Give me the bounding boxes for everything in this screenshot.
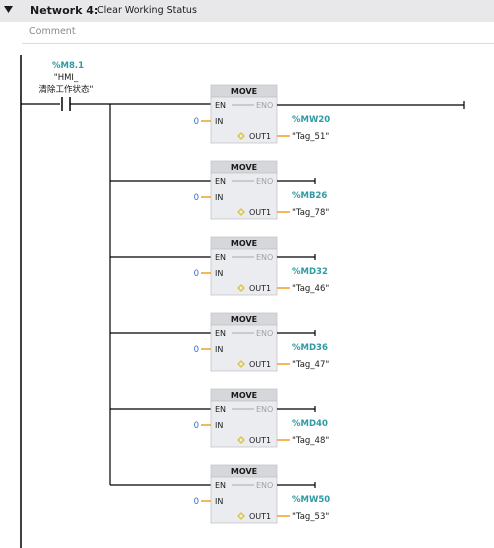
out-tag[interactable]: "Tag_48" <box>292 436 329 446</box>
move-block-title: MOVE <box>231 391 257 400</box>
comment-placeholder: Comment <box>29 26 76 37</box>
out-address[interactable]: %MD36 <box>292 343 328 353</box>
move-block-title: MOVE <box>231 163 257 172</box>
out-pin-label: OUT1 <box>249 360 271 369</box>
out-pin-label: OUT1 <box>249 132 271 141</box>
out-assign-icon <box>237 284 245 292</box>
in-value[interactable]: 0 <box>194 345 199 355</box>
out-address[interactable]: %MB26 <box>292 191 327 201</box>
in-value[interactable]: 0 <box>194 421 199 431</box>
in-value[interactable]: 0 <box>194 117 199 127</box>
in-pin-label: IN <box>215 421 223 430</box>
out-assign-icon <box>237 208 245 216</box>
network-label: Network 4: <box>30 4 99 17</box>
en-pin-label: EN <box>215 329 226 338</box>
eno-pin-label: ENO <box>256 101 273 110</box>
eno-pin-label: ENO <box>256 177 273 186</box>
out-tag[interactable]: "Tag_78" <box>292 208 329 218</box>
network-header[interactable]: Network 4: Clear Working Status <box>0 0 494 22</box>
en-pin-label: EN <box>215 481 226 490</box>
out-address[interactable]: %MW20 <box>292 115 330 125</box>
in-pin-label: IN <box>215 117 223 126</box>
out-address[interactable]: %MD40 <box>292 419 328 429</box>
move-block-title: MOVE <box>231 315 257 324</box>
out-assign-icon <box>237 360 245 368</box>
out-tag[interactable]: "Tag_51" <box>292 132 329 142</box>
en-pin-label: EN <box>215 405 226 414</box>
out-pin-label: OUT1 <box>249 436 271 445</box>
out-pin-label: OUT1 <box>249 284 271 293</box>
out-address[interactable]: %MD32 <box>292 267 328 277</box>
network-title[interactable]: Clear Working Status <box>97 5 197 16</box>
in-value[interactable]: 0 <box>194 497 199 507</box>
network-comment-field[interactable]: Comment <box>22 22 494 44</box>
in-pin-label: IN <box>215 269 223 278</box>
eno-pin-label: ENO <box>256 405 273 414</box>
in-value[interactable]: 0 <box>194 269 199 279</box>
collapse-triangle-icon[interactable] <box>4 6 13 14</box>
contact-tag-line2[interactable]: 清除工作状态" <box>39 84 94 95</box>
out-pin-label: OUT1 <box>249 208 271 217</box>
move-block-title: MOVE <box>231 87 257 96</box>
in-value[interactable]: 0 <box>194 193 199 203</box>
out-assign-icon <box>237 132 245 140</box>
out-assign-icon <box>237 436 245 444</box>
en-pin-label: EN <box>215 177 226 186</box>
in-pin-label: IN <box>215 193 223 202</box>
move-block-title: MOVE <box>231 239 257 248</box>
out-assign-icon <box>237 512 245 520</box>
eno-pin-label: ENO <box>256 481 273 490</box>
en-pin-label: EN <box>215 253 226 262</box>
eno-pin-label: ENO <box>256 329 273 338</box>
contact-tag-line1[interactable]: "HMI_ <box>54 73 79 83</box>
eno-pin-label: ENO <box>256 253 273 262</box>
out-tag[interactable]: "Tag_53" <box>292 512 329 522</box>
en-pin-label: EN <box>215 101 226 110</box>
out-tag[interactable]: "Tag_46" <box>292 284 329 294</box>
move-block-title: MOVE <box>231 467 257 476</box>
out-address[interactable]: %MW50 <box>292 495 330 505</box>
in-pin-label: IN <box>215 345 223 354</box>
contact-address[interactable]: %M8.1 <box>52 61 84 71</box>
in-pin-label: IN <box>215 497 223 506</box>
out-tag[interactable]: "Tag_47" <box>292 360 329 370</box>
out-pin-label: OUT1 <box>249 512 271 521</box>
